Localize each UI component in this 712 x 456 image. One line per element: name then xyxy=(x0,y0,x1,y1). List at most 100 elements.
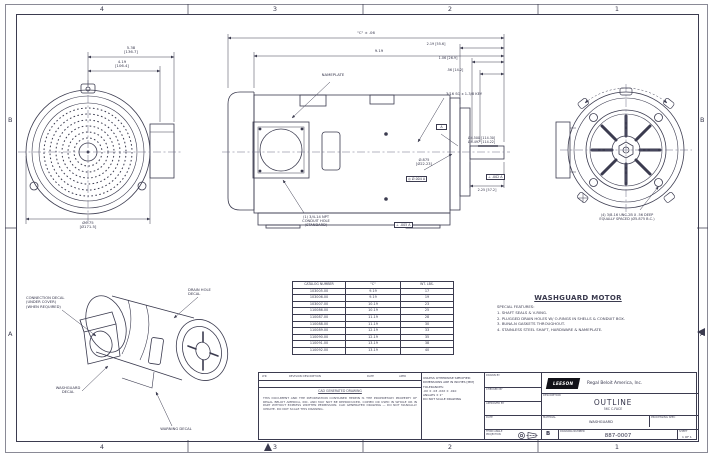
datum-a-flag: A xyxy=(436,124,447,131)
front-dim-diameter: Ø6.75[Ø171.5] xyxy=(79,220,97,230)
tb-divider-6 xyxy=(677,429,678,439)
table-cell: 110091.00 xyxy=(292,340,346,348)
table-cell: 30 xyxy=(400,320,454,329)
zone-bottom-3: 3 xyxy=(272,443,278,451)
zone-top-3: 3 xyxy=(272,5,278,13)
table-cell: 17 xyxy=(400,287,454,296)
third-angle-projection-icon xyxy=(518,432,538,439)
projection-label: THIRD ANGLE PROJECTION xyxy=(486,430,503,436)
table-cell: 11.19 xyxy=(345,320,401,329)
table-cell: 9.19 xyxy=(345,294,401,302)
tol-line-2: DIMENSIONS ARE IN INCHES [MM] xyxy=(423,380,474,385)
tolerance-block: UNLESS OTHERWISE SPECIFIED: DIMENSIONS A… xyxy=(423,376,483,402)
table-cell: 38 xyxy=(400,340,454,348)
fields-line-4 xyxy=(484,429,541,430)
drawing-subtitle: 56C C-FACE xyxy=(603,407,623,411)
description-label: DESCRIPTION xyxy=(543,394,561,397)
leeson-logo: LEESON xyxy=(545,378,581,389)
info-line-1 xyxy=(541,393,698,394)
table-cell: 13.19 xyxy=(345,340,401,348)
tb-divider-3 xyxy=(541,373,542,439)
notes-title: WASHGUARD MOTOR xyxy=(534,294,622,302)
note-item-2: 2. PLUGGED DRAIN HOLES W/ O-RINGS IN SHE… xyxy=(497,315,626,321)
table-cell: 110087.00 xyxy=(292,313,346,322)
tol-line-6: DO NOT SCALE DRAWING xyxy=(423,397,462,402)
side-dim-c: "C" ± .06 xyxy=(357,30,375,35)
zone-bottom-2: 2 xyxy=(447,443,453,451)
zone-left-a: A xyxy=(8,330,13,338)
tol-line-5: ANGLES ± 1° xyxy=(423,393,443,398)
drawing-title: OUTLINE xyxy=(593,398,633,407)
zone-bottom-1: 1 xyxy=(614,443,620,451)
rev-header-ltr: LTR xyxy=(262,374,267,378)
drawing-number: 887-0007 xyxy=(604,433,632,439)
drawing-number-label: DRAWING NUMBER xyxy=(560,430,585,433)
table-cell: 10.19 xyxy=(345,300,401,309)
table-cell: 33 xyxy=(400,327,454,335)
tol-line-4: .XX ± .03 .XXX ± .010 xyxy=(423,388,457,393)
nameplate-label: NAMEPLATE xyxy=(321,72,345,77)
rev-strip-line1 xyxy=(259,380,421,381)
sheet-outer-border xyxy=(5,4,708,453)
zone-ticks xyxy=(5,4,708,452)
shaft-gdt-frame: ◎ Ø.004 A xyxy=(406,176,428,183)
tb-divider-1 xyxy=(421,373,422,439)
table-cell: 110089.00 xyxy=(292,327,346,335)
zone-top-2: 2 xyxy=(447,5,453,13)
proprietary-notice: THIS DOCUMENT AND THE INFORMATION CONTAI… xyxy=(263,396,417,411)
company-name: Regal Beloit America, Inc. xyxy=(587,381,643,386)
info-line-2 xyxy=(541,415,698,416)
warning-decal-label: WARNING DECAL xyxy=(160,427,192,431)
fields-line-2 xyxy=(484,401,541,402)
end-view-drawing xyxy=(555,84,692,216)
processing-spec-label: PROCESSING SPEC xyxy=(651,416,676,419)
tb-divider-2 xyxy=(484,373,485,439)
side-dim-r3: .56 [14.2] xyxy=(446,68,464,72)
field-date: DATE xyxy=(486,416,493,419)
table-cell: 110086.00 xyxy=(292,307,346,315)
table-cell: 9.19 xyxy=(345,287,401,296)
rev-header-date: DATE xyxy=(367,374,374,378)
table-header-c-dim: "C" xyxy=(345,281,401,289)
rev-header-desc: REVISION DESCRIPTION xyxy=(289,374,321,378)
note-item-4: 4. STAINLESS STEEL SHAFT, HARDWARE & NAM… xyxy=(497,326,603,332)
zone-left-b: B xyxy=(8,116,13,124)
field-checked-by: CHECKED BY xyxy=(486,388,503,391)
key-note: 3/16 SQ x 1-3/8 KEY xyxy=(446,92,483,96)
sheet-value: 1 OF 1 xyxy=(682,435,692,439)
zone-right-b: B xyxy=(700,116,705,124)
front-dim-2: 4.19[106.4] xyxy=(115,59,129,69)
table-cell: 103006.00 xyxy=(292,294,346,302)
shaft-diameter: Ø.875[Ø22.23] xyxy=(416,158,432,167)
front-dim-1: 5.38[136.7] xyxy=(124,45,138,55)
zone-top-4: 4 xyxy=(99,5,105,13)
material-label: MATERIAL xyxy=(543,416,556,419)
table-cell: 12.19 xyxy=(345,327,401,335)
table-cell: 25 xyxy=(400,307,454,315)
note-item-3: 3. BUNA-N GASKETS THROUGHOUT. xyxy=(497,321,565,326)
side-dim-r2: 1.06 [26.9] xyxy=(438,56,458,60)
material-value: WASHGUARD xyxy=(589,420,613,424)
table-cell: 23 xyxy=(400,300,454,309)
bottom-gdt-frame: ⊥ .005 A xyxy=(394,222,413,229)
size-letter: B xyxy=(546,431,551,437)
centering-marks xyxy=(264,328,705,451)
table-cell: 103005.00 xyxy=(292,287,346,296)
notes-subtitle: SPECIAL FEATURES: xyxy=(497,304,535,309)
side-dim-2: 9.19 xyxy=(374,48,384,53)
cface-register-dim: Ø4.500 [114.30]Ø4.497 [114.22] xyxy=(468,136,496,145)
table-cell: 110090.00 xyxy=(292,333,346,342)
table-cell: 110088.00 xyxy=(292,320,346,329)
